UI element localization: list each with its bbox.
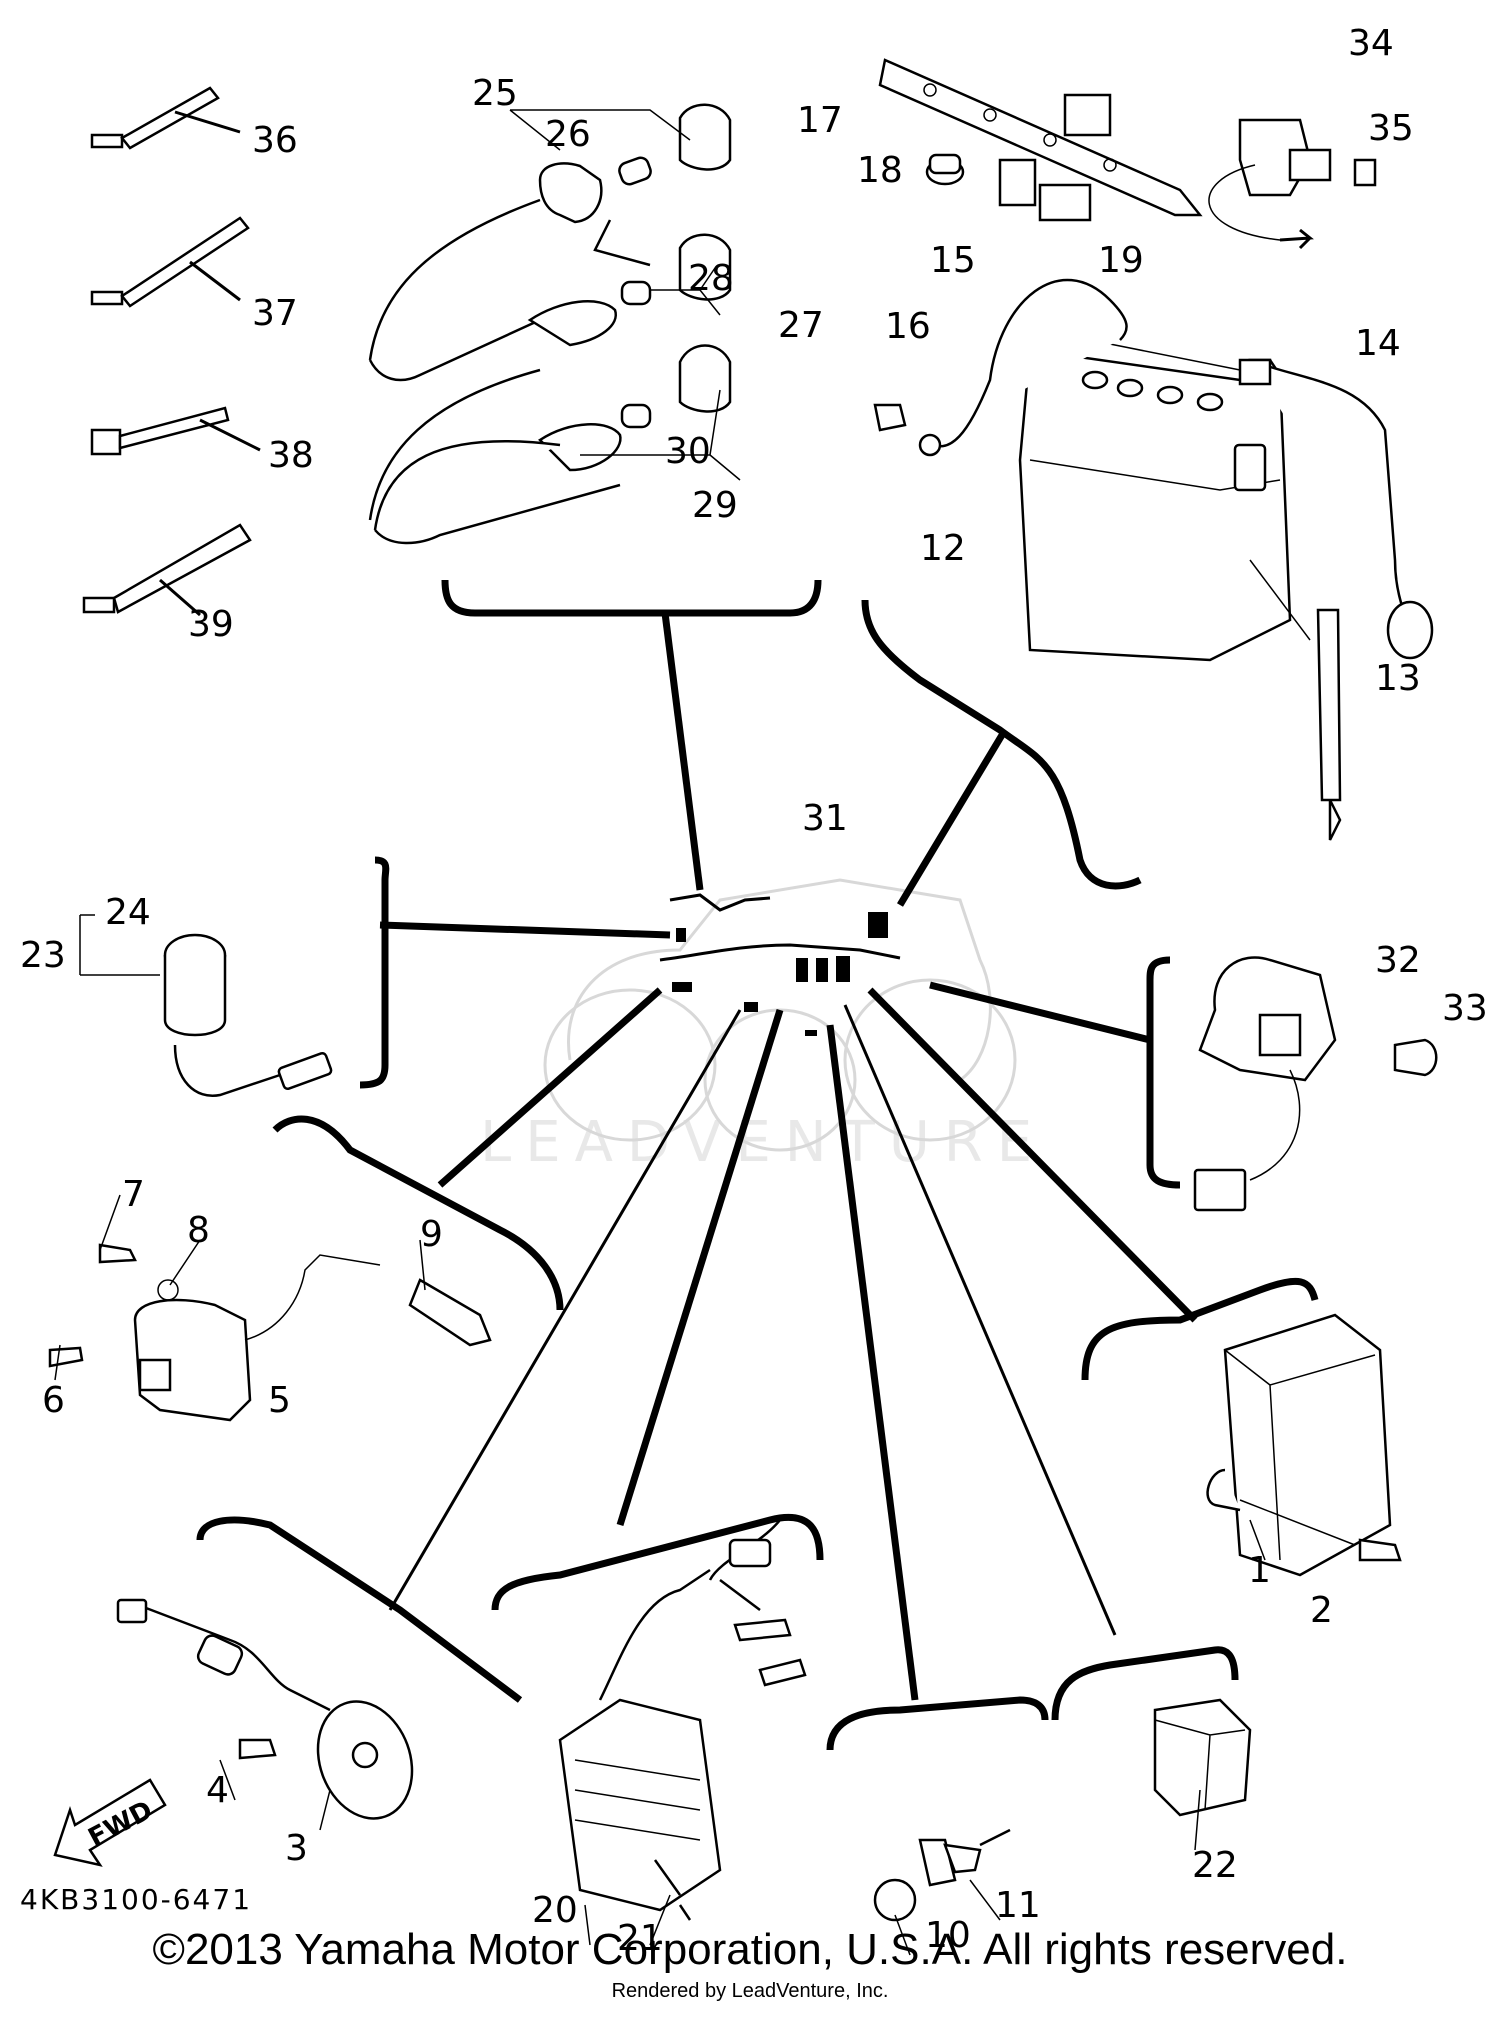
neutral-switch-group: [873, 1828, 1011, 1956]
pickup-coil-group: [116, 1598, 414, 1831]
callout-3: 3: [285, 1828, 308, 1869]
callout-11: 11: [995, 1885, 1041, 1926]
callout-16: 16: [885, 306, 931, 347]
callout-4: 4: [206, 1770, 229, 1811]
callout-15: 15: [930, 240, 976, 281]
turn-relay-group: [1193, 956, 1438, 1212]
relay-group: [1153, 1698, 1252, 1851]
callout-labels: 1 2 3 4 5 6 7 8 9 10 11 12 13 14 15 16 1…: [20, 23, 1488, 1959]
cable-tie-37: [90, 216, 250, 308]
callout-8: 8: [187, 1210, 210, 1251]
callout-37: 37: [252, 293, 298, 334]
callout-33: 33: [1442, 988, 1488, 1029]
callout-12: 12: [920, 528, 966, 569]
callout-7: 7: [122, 1174, 145, 1215]
callout-36: 36: [252, 120, 298, 161]
drawing-code: 4KB3100-6471: [20, 1883, 253, 1916]
cable-tie-38: [90, 406, 261, 456]
callout-31: 31: [802, 798, 848, 839]
callout-2: 2: [1310, 1590, 1333, 1631]
callout-18: 18: [857, 150, 903, 191]
callout-9: 9: [420, 1214, 443, 1255]
callout-20: 20: [532, 1890, 578, 1931]
callout-19: 19: [1098, 240, 1144, 281]
callout-10: 10: [925, 1915, 971, 1956]
callout-6: 6: [42, 1380, 65, 1421]
callout-30: 30: [665, 431, 711, 472]
callout-21: 21: [617, 1918, 663, 1959]
callout-38: 38: [268, 435, 314, 476]
battery-bracket: [878, 58, 1203, 217]
cable-tie-39: [82, 523, 252, 617]
cdi-unit-group: [1206, 1313, 1402, 1577]
callout-22: 22: [1192, 1845, 1238, 1886]
cable-tie-group: [82, 86, 261, 617]
callout-14: 14: [1355, 323, 1401, 364]
plug-cap-26: [538, 162, 603, 224]
cable-tie-36: [90, 86, 241, 150]
callout-25: 25: [472, 73, 518, 114]
callout-1: 1: [1248, 1550, 1271, 1591]
battery-group: [873, 58, 1434, 841]
ignition-coil-group: [48, 1194, 492, 1422]
group-brackets: [196, 579, 1319, 1751]
plug-cap-group: [368, 103, 741, 545]
battery: [1018, 348, 1292, 662]
callout-23: 23: [20, 935, 66, 976]
leader-lines: [379, 612, 1198, 1701]
callout-29: 29: [692, 485, 738, 526]
callout-17: 17: [797, 100, 843, 141]
rectifier-group: [558, 1519, 807, 1946]
callout-5: 5: [268, 1380, 291, 1421]
fwd-arrow: FWD: [53, 1778, 167, 1867]
callout-24: 24: [105, 892, 151, 933]
callout-32: 32: [1375, 940, 1421, 981]
callout-28: 28: [688, 258, 734, 299]
copyright-notice: ©2013 Yamaha Motor Corporation, U.S.A. A…: [152, 1925, 1348, 1974]
callout-35: 35: [1368, 108, 1414, 149]
callout-39: 39: [188, 604, 234, 645]
callout-27: 27: [778, 305, 824, 346]
atv-silhouette: [543, 878, 1017, 1152]
callout-13: 13: [1375, 658, 1421, 699]
main-switch-group: [79, 914, 333, 1098]
callout-34: 34: [1348, 23, 1394, 64]
callout-26: 26: [545, 114, 591, 155]
rendered-by-credit: Rendered by LeadVenture, Inc.: [611, 1980, 889, 2002]
